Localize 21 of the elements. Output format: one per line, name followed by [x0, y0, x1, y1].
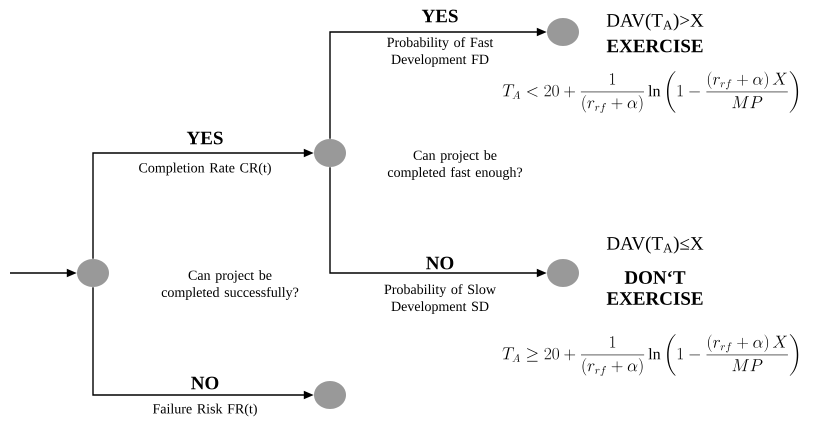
decision-text: EXERCISE — [606, 40, 703, 52]
condition-text: DAV(T$_{A}$)≤X — [606, 236, 704, 254]
edge-label: NO — [426, 256, 454, 270]
branch-text: Probability of Slow Development SD — [384, 284, 496, 314]
formula: $T_A < 20+\frac{1}{\left(r_{rf}+\alpha\right)}\ln\left(1-\frac{\left(r_{rf}+\alpha\right)X}{MP}\right)$ — [502, 71, 798, 113]
decision-node — [547, 259, 579, 287]
edge-label: YES — [186, 132, 223, 144]
decision-node — [314, 139, 346, 167]
question-text: Can project be completed fast enough? — [388, 150, 522, 180]
branch-text: Completion Rate CR(t) — [139, 162, 271, 176]
edge-label: YES — [422, 10, 458, 22]
edge-label: NO — [191, 376, 218, 390]
decision-node — [314, 381, 346, 409]
decision-node — [77, 259, 109, 287]
condition-text: DAV(T$_{A}$)>X — [606, 13, 704, 31]
question-text: Can project be completed successfully? — [162, 270, 298, 300]
branch-text: Failure Risk FR(t) — [152, 404, 257, 416]
decision-text: DON‘T EXERCISE — [606, 271, 703, 305]
branch-text: Probability of Fast Development FD — [387, 37, 494, 67]
decision-node — [547, 18, 579, 46]
formula: $T_A \geq 20+\frac{1}{\left(r_{rf}+\alpha\right)}\ln\left(1-\frac{\left(r_{rf}+\alpha\right)X}{MP}\right)$ — [502, 334, 798, 376]
